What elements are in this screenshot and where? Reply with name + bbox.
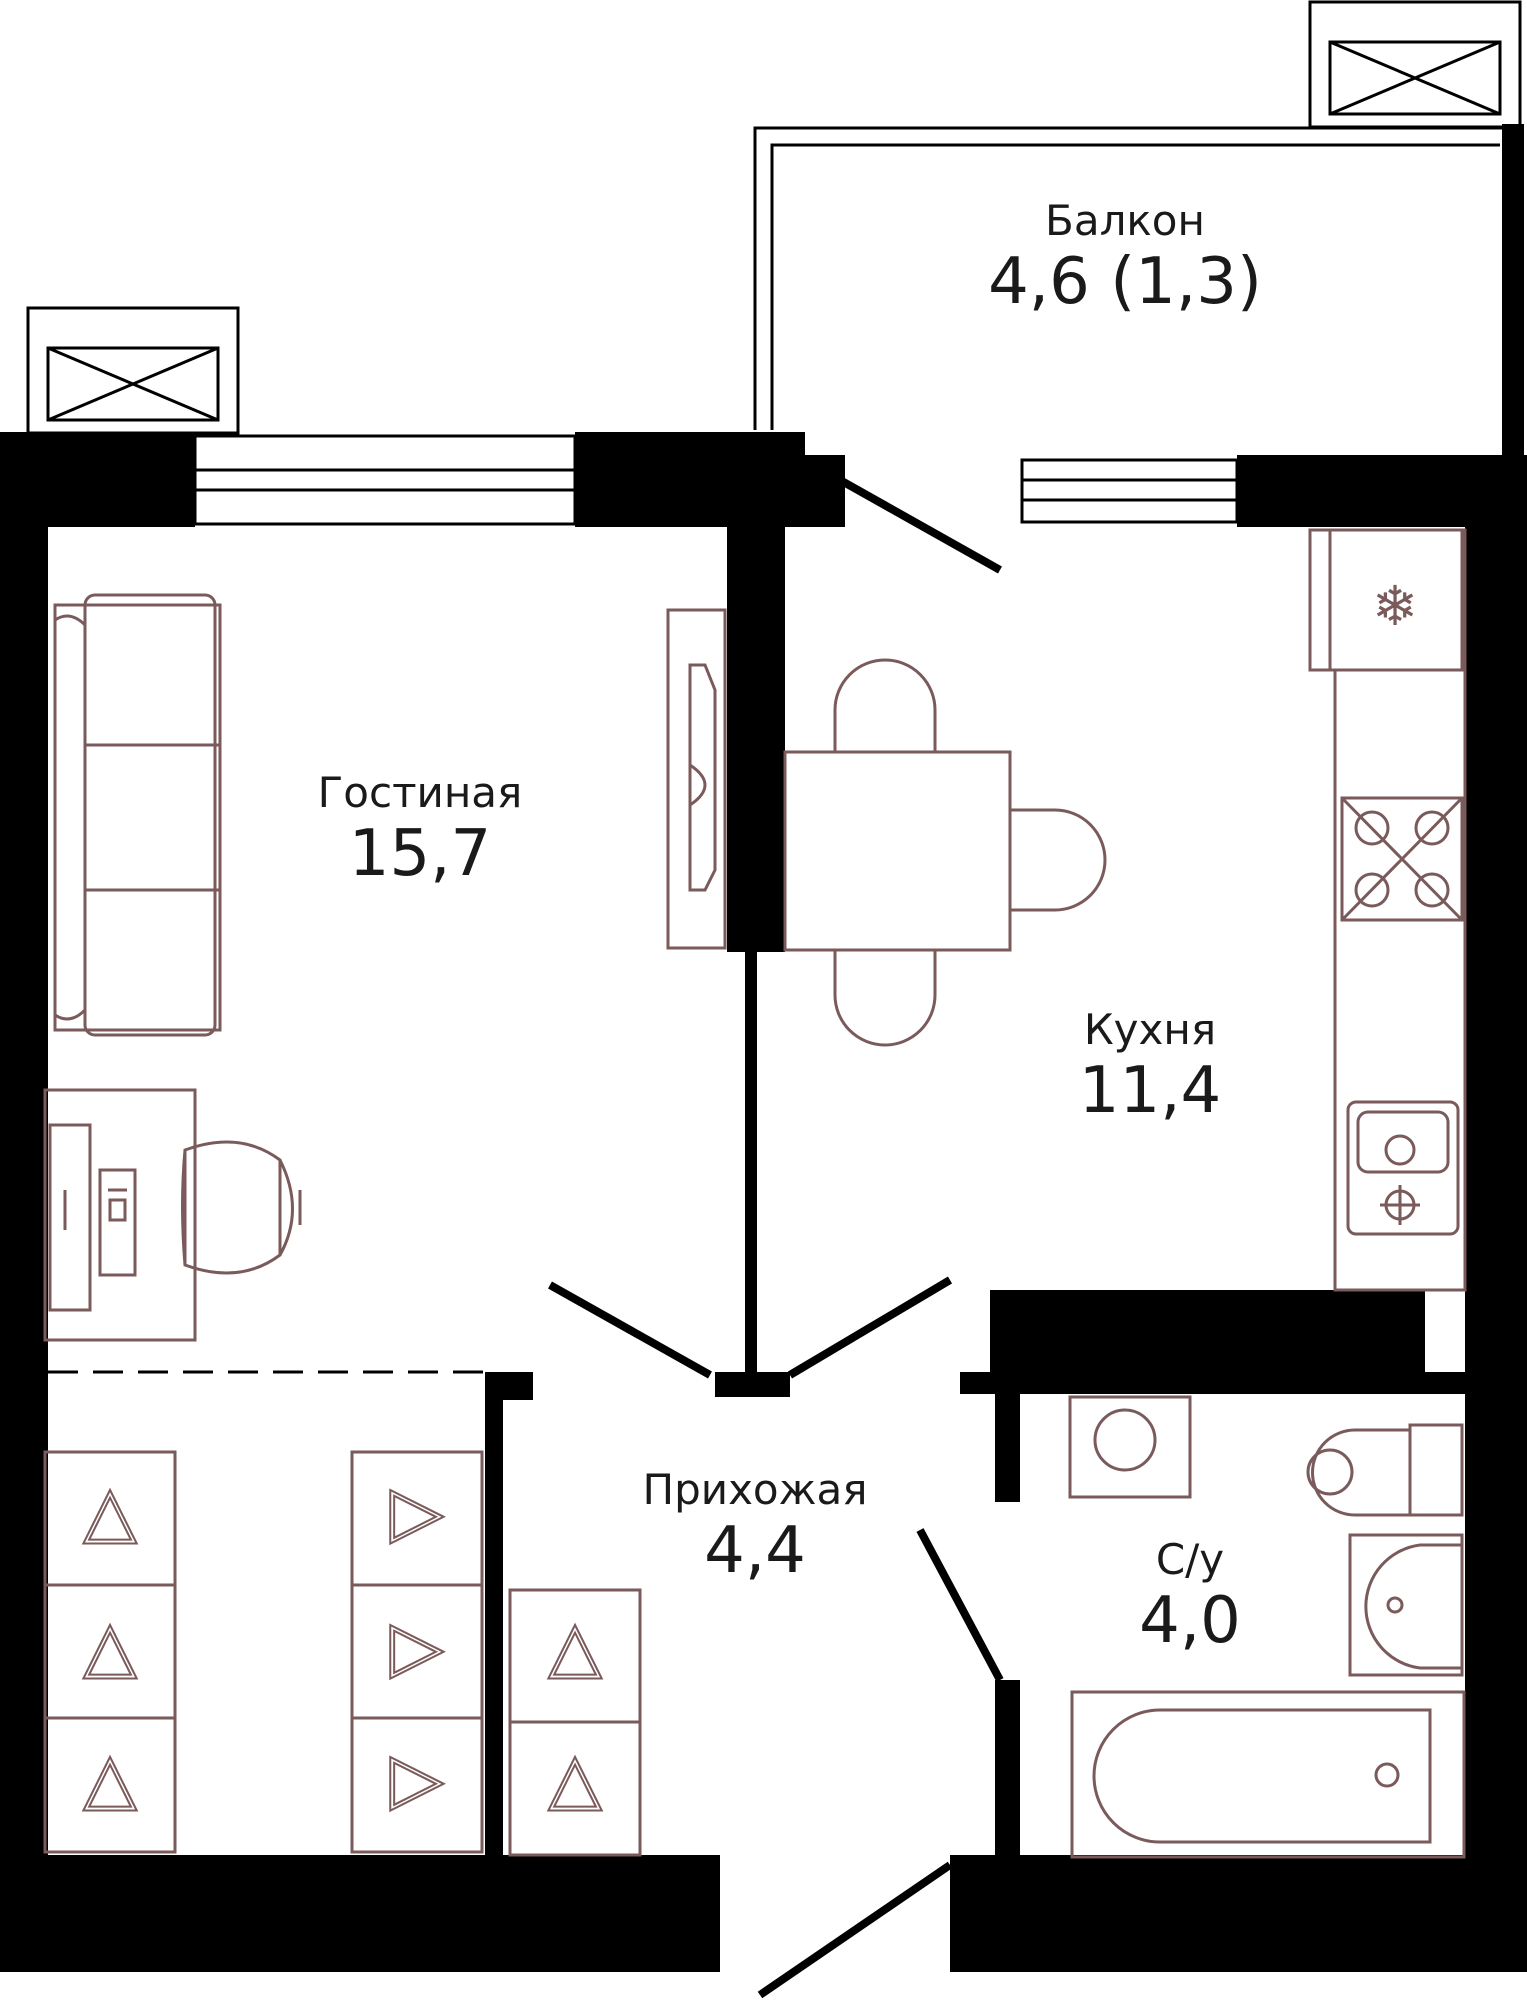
room-area: 4,6 (1,3)	[988, 245, 1262, 319]
sofa-icon	[53, 593, 222, 1037]
svg-text:△: △	[548, 1605, 602, 1687]
svg-text:△: △	[83, 1470, 137, 1552]
svg-text:△: △	[548, 1737, 602, 1819]
wardrobe-icon: △ △ △	[43, 1450, 177, 1854]
room-area: 4,0	[1139, 1584, 1241, 1658]
tv-icon	[666, 608, 727, 950]
room-area: 11,4	[1078, 1054, 1222, 1128]
walls	[0, 432, 1527, 1972]
svg-text:❄: ❄	[1372, 574, 1418, 638]
window	[1020, 458, 1239, 524]
snowflake-icon: ❄	[1308, 528, 1464, 672]
room-name: Прихожая	[642, 1465, 868, 1514]
ac-unit-icon	[1308, 0, 1522, 129]
room-name: Кухня	[1083, 1005, 1217, 1054]
sink-icon	[1348, 1533, 1464, 1677]
window	[193, 434, 577, 526]
svg-text:▷: ▷	[390, 1737, 444, 1819]
room-living: Гостиная 15,7	[318, 768, 523, 891]
stove-icon	[1346, 1100, 1460, 1236]
desk	[43, 1088, 197, 1342]
wardrobe-icon: ▷ ▷ ▷	[350, 1450, 484, 1854]
wardrobe-icon: △ △	[508, 1588, 642, 1857]
chair-icon	[181, 1140, 302, 1275]
room-balcony: Балкон 4,6 (1,3)	[988, 196, 1262, 319]
hob-icon	[1340, 796, 1464, 922]
doors	[548, 476, 1004, 1999]
room-area: 15,7	[348, 817, 492, 891]
balcony-frame	[753, 124, 1524, 459]
svg-text:△: △	[83, 1605, 137, 1687]
washing-machine-icon	[1068, 1395, 1192, 1499]
room-area: 4,4	[704, 1514, 806, 1588]
svg-text:△: △	[83, 1737, 137, 1819]
ac-unit-icon	[26, 306, 240, 435]
room-name: С/у	[1155, 1535, 1225, 1584]
room-hallway: Прихожая 4,4	[643, 1465, 868, 1588]
toilet-icon	[1306, 1423, 1464, 1517]
svg-text:▷: ▷	[390, 1470, 444, 1552]
room-name: Гостиная	[317, 768, 523, 817]
dining-table	[783, 658, 1107, 1047]
bathtub-icon	[1070, 1690, 1466, 1859]
room-kitchen: Кухня 11,4	[1079, 1005, 1222, 1128]
room-name: Балкон	[1045, 196, 1205, 245]
svg-text:▷: ▷	[390, 1605, 444, 1687]
room-bathroom: С/у 4,0	[1139, 1535, 1241, 1658]
